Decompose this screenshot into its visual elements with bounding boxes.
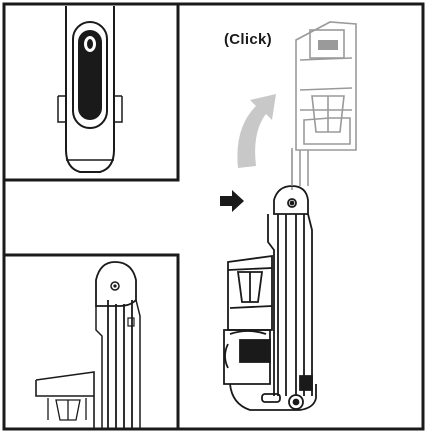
inset-top-left <box>2 2 180 182</box>
ghost-canister <box>291 21 357 190</box>
click-label: (Click) <box>224 31 272 48</box>
vacuum-body <box>223 185 317 411</box>
release-button-closeup <box>78 30 102 120</box>
inset-bottom-left <box>2 253 180 431</box>
curved-up-arrow-icon <box>237 94 276 168</box>
right-arrow-icon <box>220 190 244 212</box>
